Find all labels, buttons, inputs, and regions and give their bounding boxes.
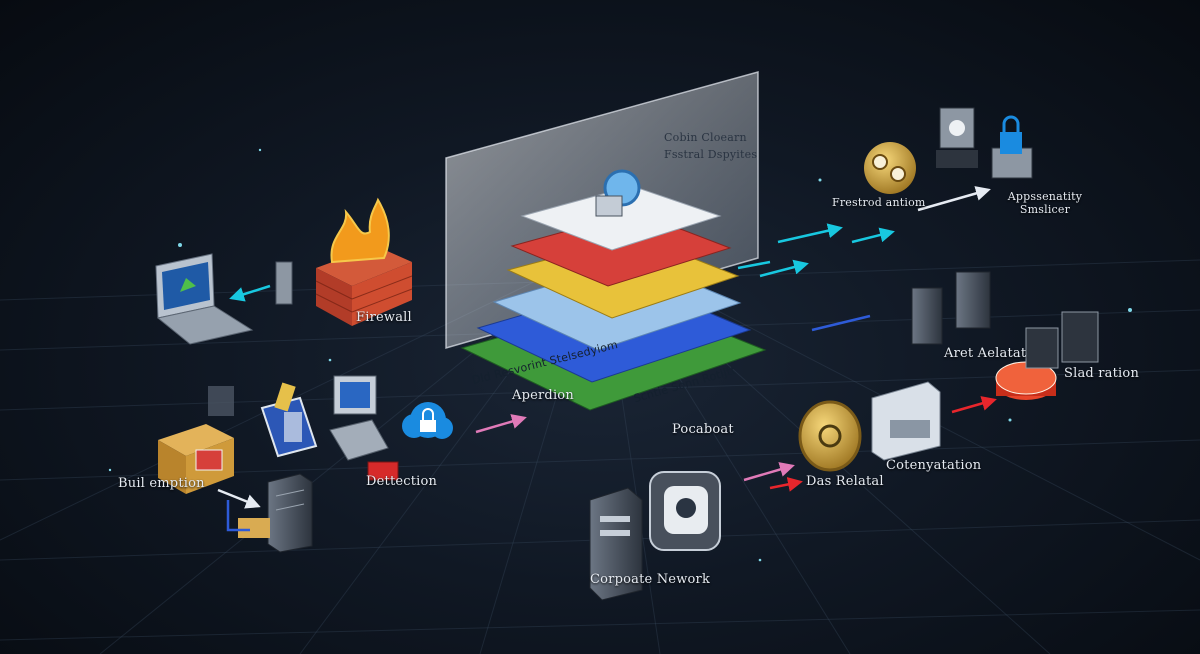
flame-icon [330,197,390,264]
corporate-network-icon [589,471,721,601]
lock-icon [991,115,1033,179]
flow-arrows [217,186,997,532]
label-firewall: Firewall [356,310,412,325]
key-device-icon [871,381,941,461]
coin-icon [798,400,862,472]
server-icon [267,473,313,553]
keypad-icon [595,195,623,217]
layer-white [520,185,722,251]
label-build-emption: Buil emption [118,476,205,491]
terminal-icon [936,107,978,168]
computer-icon [329,375,389,461]
database-icon [1025,311,1099,369]
cloud-lock-icon [402,402,453,439]
label-das-relatal: Das Relatal [806,474,884,489]
label-slad-ration: Slad ration [1064,366,1140,381]
label-cotenyatation: Cotenyatation [886,458,982,473]
box-icon [158,424,234,494]
document-icon [260,382,318,458]
laptop-icon [155,253,254,345]
red-key-icon [367,461,399,481]
chip-icon [208,386,234,416]
label-corporate-network: Corpoate Nework [590,572,711,587]
layer-stack [460,169,767,411]
panel-title-line1: Cobin Cloearn [664,131,747,144]
label-appssentity: Appssenatity Smslicer [1007,190,1083,216]
label-detection: Dettection [366,474,438,489]
small-box-icon [238,518,270,538]
gear-chip-icon [995,361,1057,400]
rack-server-icon [911,271,991,345]
label-aperdion: Aperdion [512,388,574,403]
panel-title-line2: Fsstral Dspyites [664,148,758,161]
coin-cluster-icon [864,142,916,194]
firewall-icon [315,246,413,326]
label-pocabot: Pocaboat [672,422,734,437]
label-aret-aelatat: Aret Aelatat [944,346,1027,361]
label-frestrod: Frestrod antiom [832,196,926,209]
connector-device-icon [275,261,293,305]
particle-dots [108,148,1132,562]
